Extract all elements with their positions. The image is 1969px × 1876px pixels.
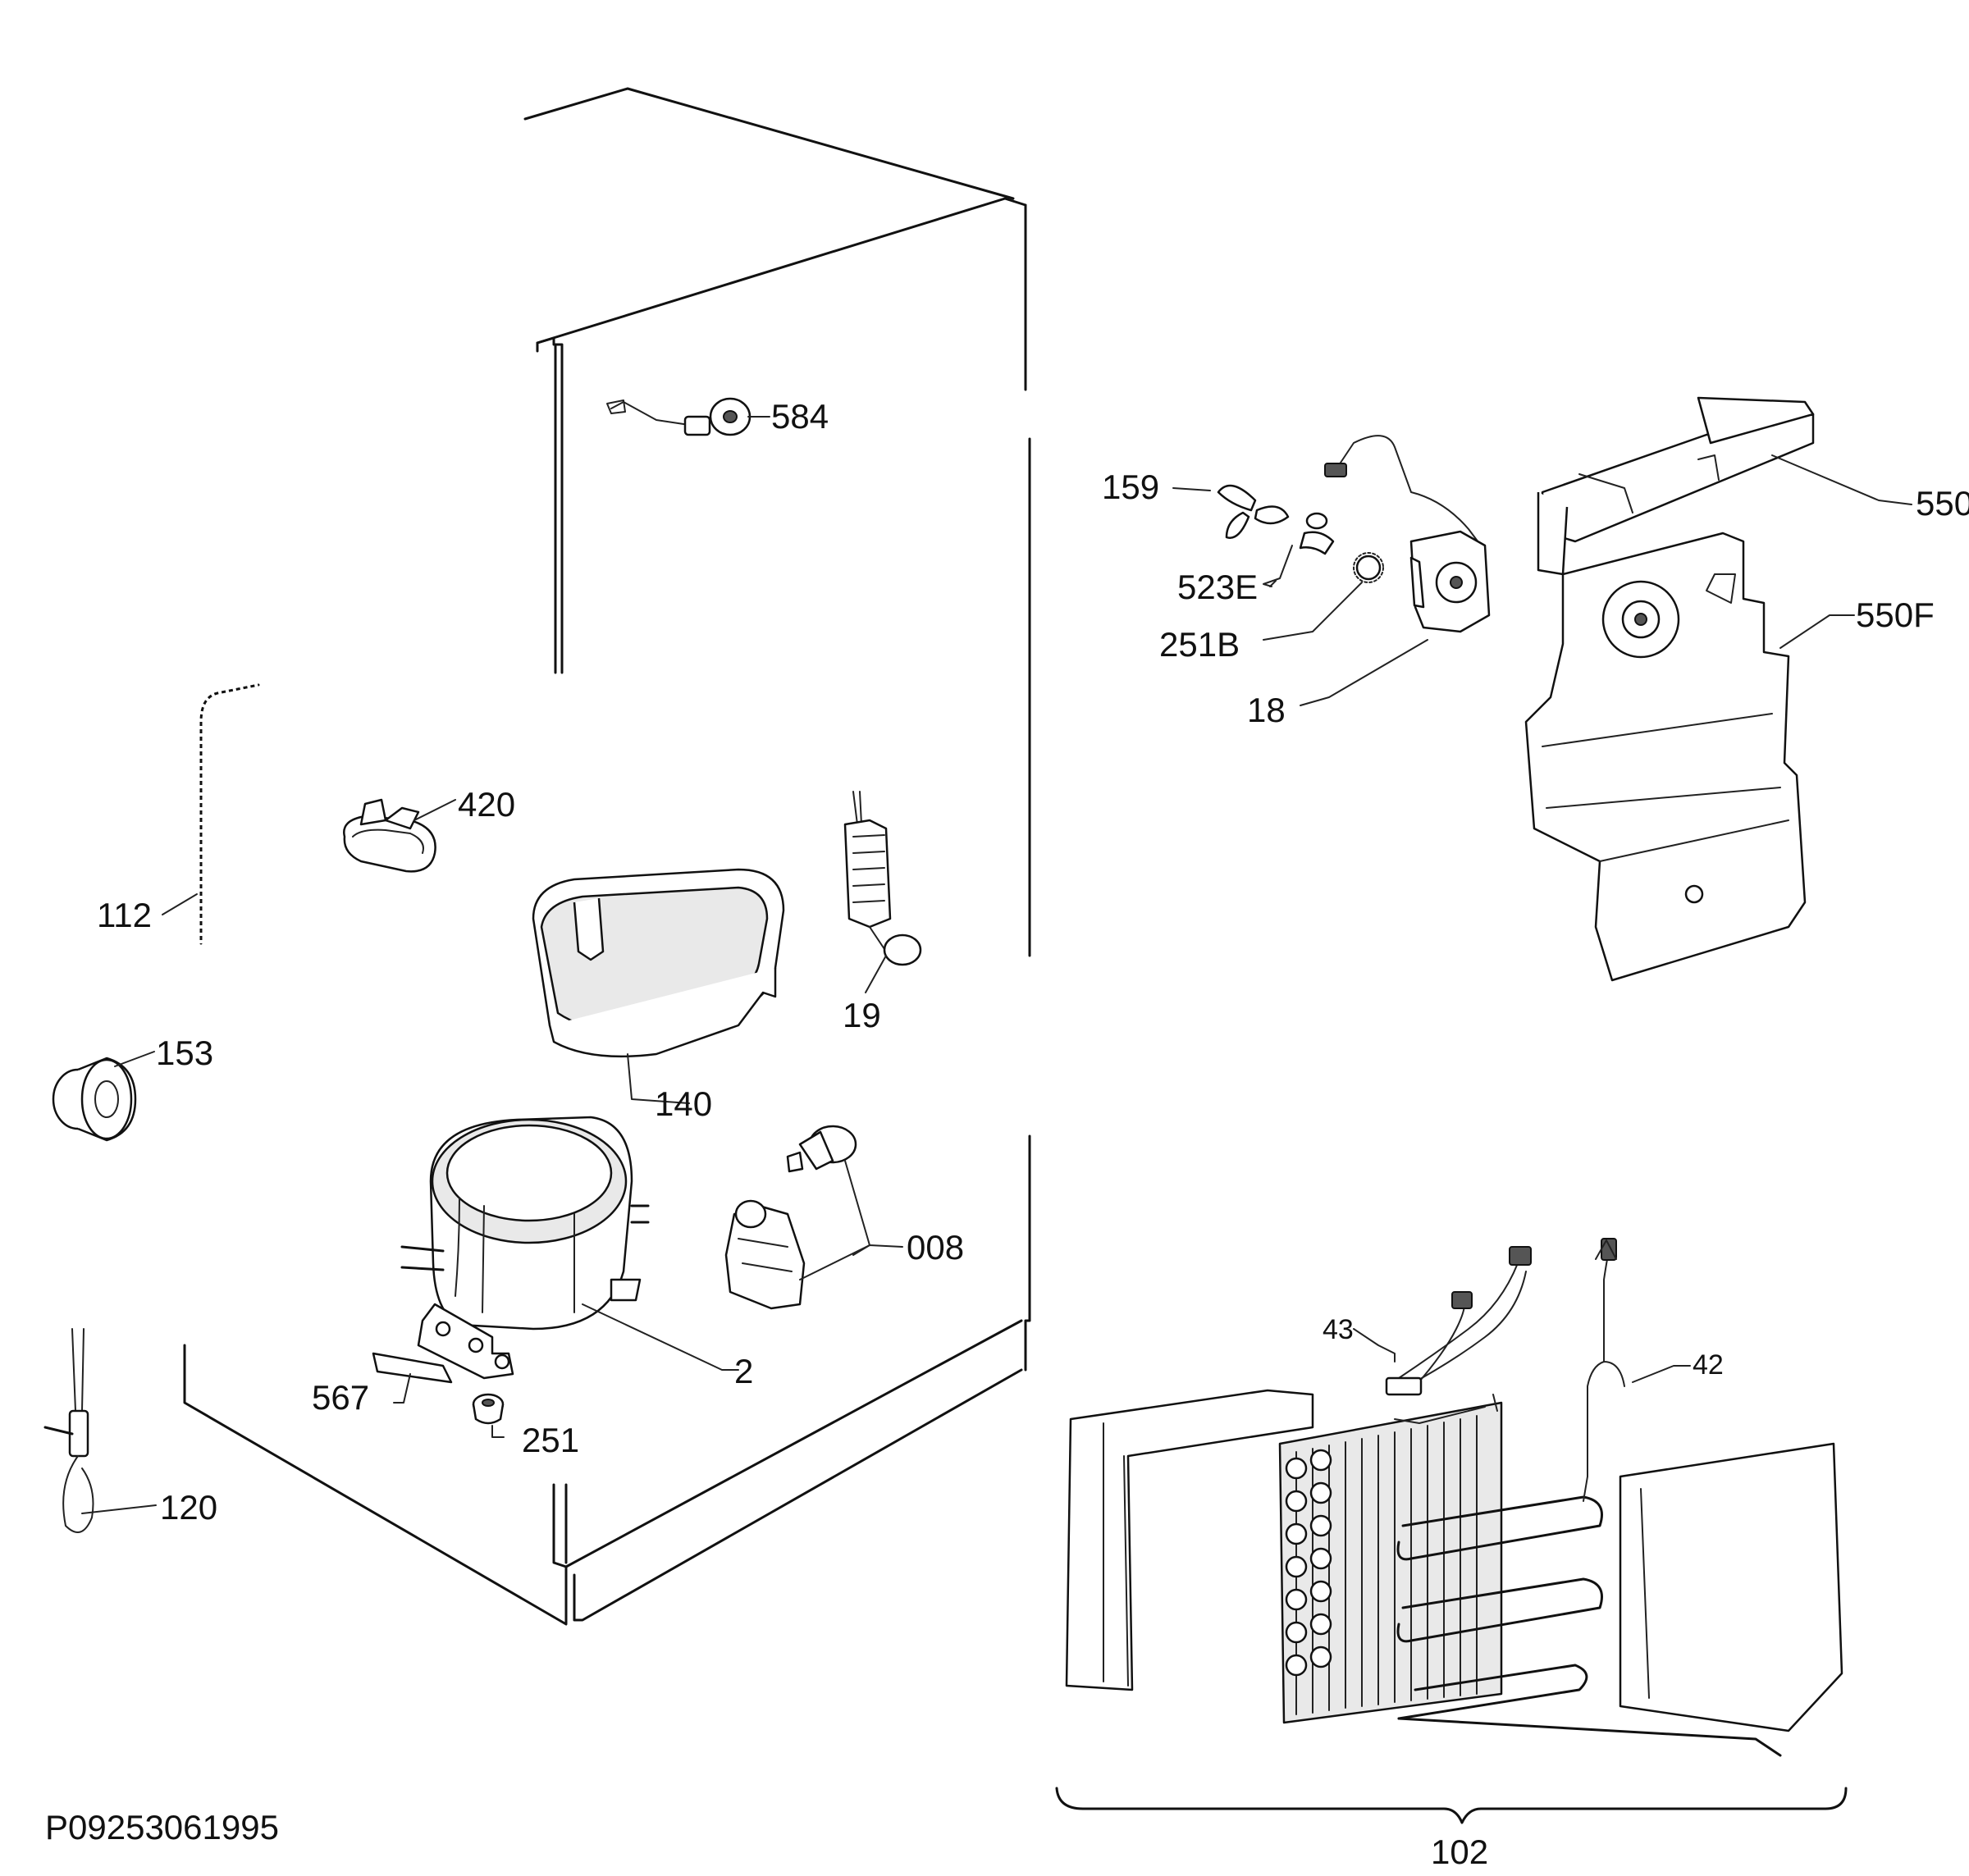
- part-120-wire-sensor: [43, 1328, 157, 1533]
- part-567-bracket: [372, 1352, 453, 1404]
- label-140: 140: [655, 1084, 712, 1123]
- part-420-clip: [343, 798, 456, 873]
- part-251-grommet: [472, 1393, 505, 1438]
- label-159: 159: [1102, 468, 1159, 506]
- part-008-relay: [724, 1125, 903, 1310]
- drawing-code: P09253061995: [45, 1808, 279, 1846]
- part-112-drain-tube: [162, 681, 260, 945]
- label-102: 102: [1431, 1833, 1488, 1871]
- part-159-fan-blade: [1172, 484, 1290, 539]
- label-2: 2: [734, 1352, 753, 1390]
- label-19: 19: [843, 996, 881, 1034]
- cabinet-outline: [183, 87, 1031, 1626]
- part-251B-gear: [1263, 552, 1384, 641]
- part-42-wiring: [1632, 1365, 1691, 1383]
- label-18: 18: [1247, 691, 1286, 729]
- part-550G-cover: [1537, 396, 1912, 576]
- brace-102: [1055, 1787, 1848, 1824]
- label-43: 43: [1323, 1314, 1354, 1345]
- label-550F: 550F: [1856, 596, 1935, 634]
- label-42: 42: [1693, 1349, 1724, 1381]
- label-251B: 251B: [1159, 625, 1240, 664]
- label-550G: 550G: [1916, 484, 1969, 523]
- part-18-fan-motor: [1300, 435, 1491, 706]
- label-523E: 523E: [1177, 568, 1258, 606]
- part-550F-duct: [1524, 532, 1855, 982]
- label-584: 584: [771, 397, 829, 436]
- part-153-bushing: [52, 1051, 155, 1142]
- label-120: 120: [160, 1488, 217, 1527]
- label-251: 251: [522, 1421, 579, 1459]
- part-523E-bracket: [1263, 512, 1335, 587]
- label-567: 567: [312, 1378, 369, 1417]
- part-19-heater: [843, 791, 922, 993]
- part-43-wiring: [1353, 1246, 1532, 1396]
- part-140-drip-tray: [532, 868, 785, 1104]
- label-112: 112: [97, 896, 152, 934]
- label-008: 008: [907, 1228, 964, 1267]
- part-2-compressor: [400, 1116, 739, 1380]
- part-584-sensor: [606, 397, 770, 436]
- label-153: 153: [156, 1034, 213, 1072]
- part-102-evaporator: [1065, 1238, 1843, 1757]
- label-420: 420: [458, 785, 515, 824]
